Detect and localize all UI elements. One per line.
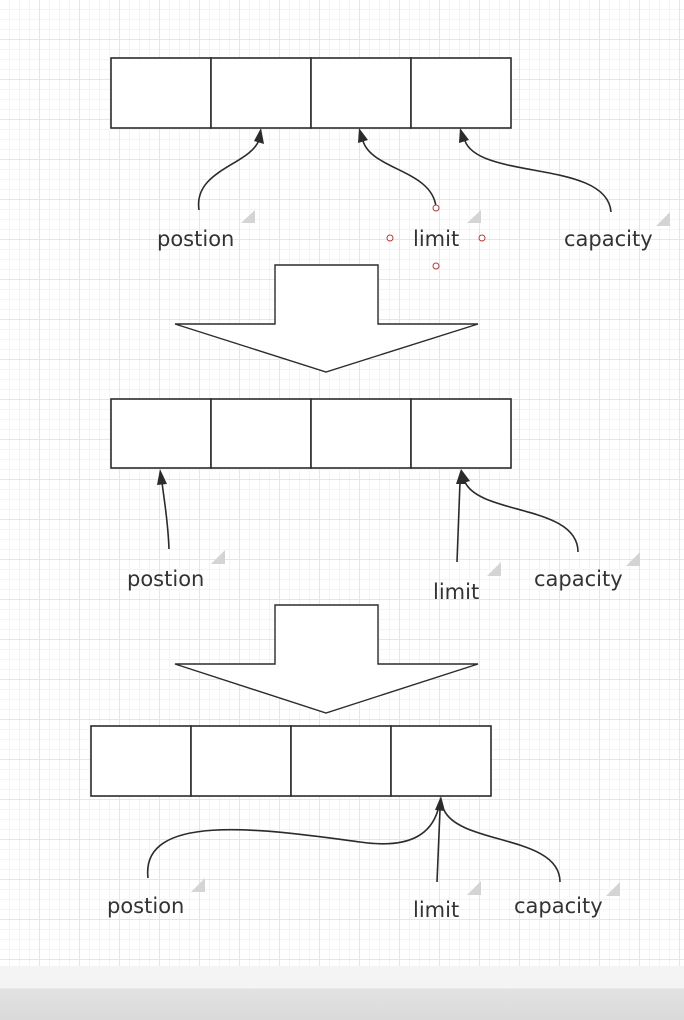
limit-pointer[interactable]: [456, 481, 461, 563]
limit-label: limit: [413, 227, 459, 251]
buffer-cell[interactable]: [390, 725, 492, 797]
position-pointer[interactable]: [147, 809, 439, 879]
position-label: postion: [157, 227, 234, 251]
position-arrowhead: [157, 469, 167, 485]
selection-handle-top[interactable]: [432, 204, 440, 212]
limit-label: limit: [413, 898, 459, 922]
label-corner-marker: [606, 882, 620, 896]
buffer-stage-3[interactable]: postion limit capacity: [90, 725, 620, 922]
diagram-canvas[interactable]: [0, 0, 684, 966]
capacity-label: capacity: [564, 227, 653, 251]
position-arrowhead: [254, 128, 264, 144]
capacity-arrowhead: [460, 469, 470, 484]
label-corner-marker: [626, 552, 640, 566]
buffer-flip-diagram: postion limit capacity postion: [90, 57, 670, 922]
buffer-cell[interactable]: [190, 725, 292, 797]
position-pointer[interactable]: [161, 481, 170, 550]
limit-label: limit: [433, 580, 479, 604]
buffer-cell[interactable]: [290, 725, 392, 797]
limit-selection-handles[interactable]: [386, 204, 486, 270]
buffer-cell[interactable]: [310, 57, 412, 129]
position-arrowhead: [435, 796, 445, 811]
label-corner-marker: [241, 210, 255, 223]
buffer-stage-2[interactable]: postion limit capacity: [110, 398, 640, 604]
position-pointer[interactable]: [197, 139, 260, 211]
label-corner-marker: [487, 562, 501, 576]
buffer-cell[interactable]: [210, 398, 312, 469]
buffer-cell[interactable]: [410, 398, 512, 469]
buffer-cell[interactable]: [110, 57, 212, 129]
limit-arrowhead: [358, 128, 368, 143]
position-label: postion: [127, 567, 204, 591]
transition-arrow-2[interactable]: [174, 604, 479, 714]
selection-handle-right[interactable]: [478, 234, 486, 242]
buffer-cell[interactable]: [90, 725, 192, 797]
buffer-stage-1[interactable]: postion limit capacity: [110, 57, 670, 270]
label-corner-marker: [191, 878, 205, 892]
capacity-arrowhead: [459, 128, 469, 143]
buffer-cell[interactable]: [310, 398, 412, 469]
limit-pointer[interactable]: [436, 809, 441, 883]
selection-handle-bottom[interactable]: [432, 262, 440, 270]
capacity-label: capacity: [514, 894, 603, 918]
buffer-cell[interactable]: [410, 57, 512, 129]
limit-pointer[interactable]: [362, 140, 437, 208]
buffer-cell[interactable]: [210, 57, 312, 129]
capacity-pointer[interactable]: [443, 809, 561, 883]
capacity-pointer[interactable]: [464, 481, 579, 553]
label-corner-marker: [467, 210, 481, 223]
buffer-cell[interactable]: [110, 398, 212, 469]
selection-handle-left[interactable]: [386, 234, 394, 242]
transition-arrow-1[interactable]: [174, 264, 479, 373]
capacity-label: capacity: [534, 567, 623, 591]
label-corner-marker: [211, 550, 225, 564]
capacity-pointer[interactable]: [464, 140, 612, 213]
bottom-bar: [0, 966, 684, 1020]
label-corner-marker: [467, 881, 481, 895]
label-corner-marker: [656, 212, 670, 226]
position-label: postion: [107, 894, 184, 918]
